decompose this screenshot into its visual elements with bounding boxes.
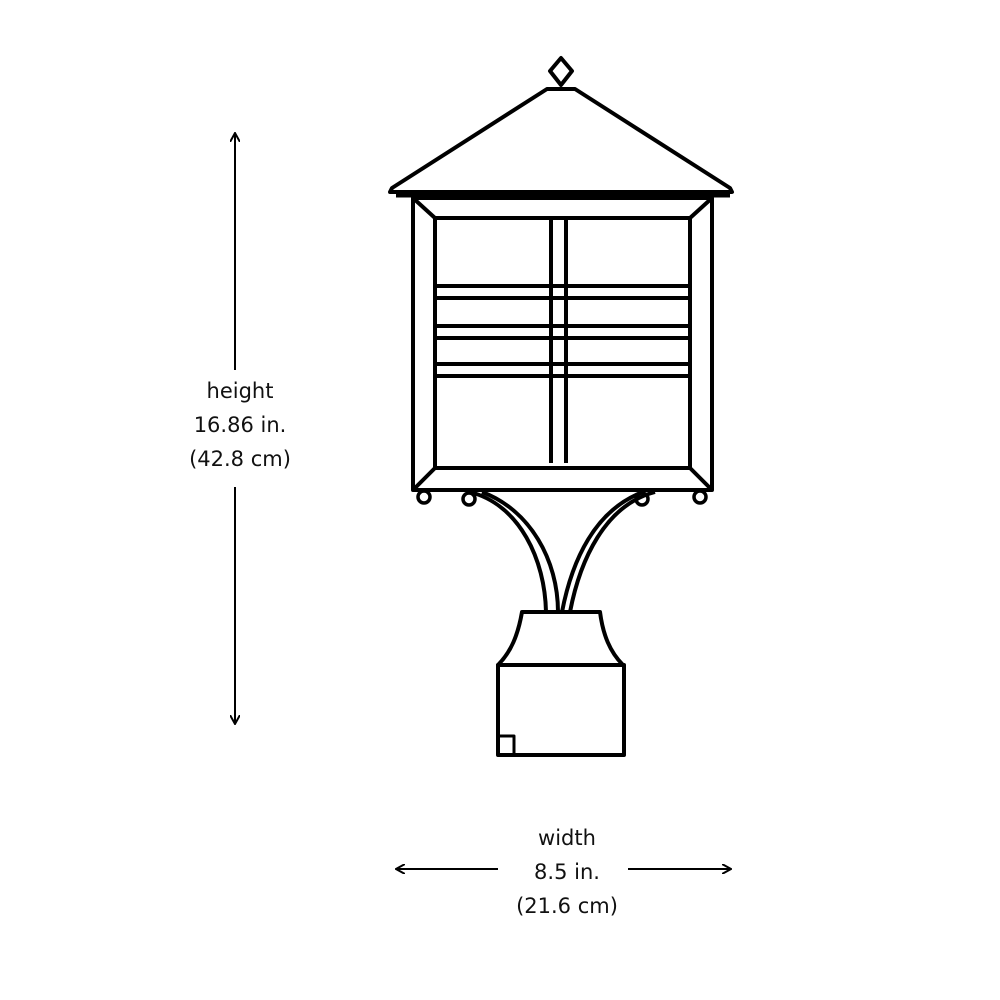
scroll-feet: [416, 489, 708, 507]
height-metric: (42.8 cm): [189, 447, 291, 471]
width-imperial: 8.5 in.: [534, 860, 600, 884]
height-label: height: [206, 379, 274, 403]
height-dimension-label: height 16.86 in. (42.8 cm): [140, 374, 340, 476]
height-imperial: 16.86 in.: [193, 413, 287, 437]
lantern-cage: [411, 196, 714, 492]
roof: [388, 87, 734, 194]
width-dimension-label: width 8.5 in. (21.6 cm): [467, 821, 667, 923]
support-arms: [469, 490, 656, 613]
finial: [548, 56, 574, 87]
width-metric: (21.6 cm): [516, 894, 618, 918]
post-mount-base: [496, 610, 626, 757]
width-label: width: [538, 826, 596, 850]
